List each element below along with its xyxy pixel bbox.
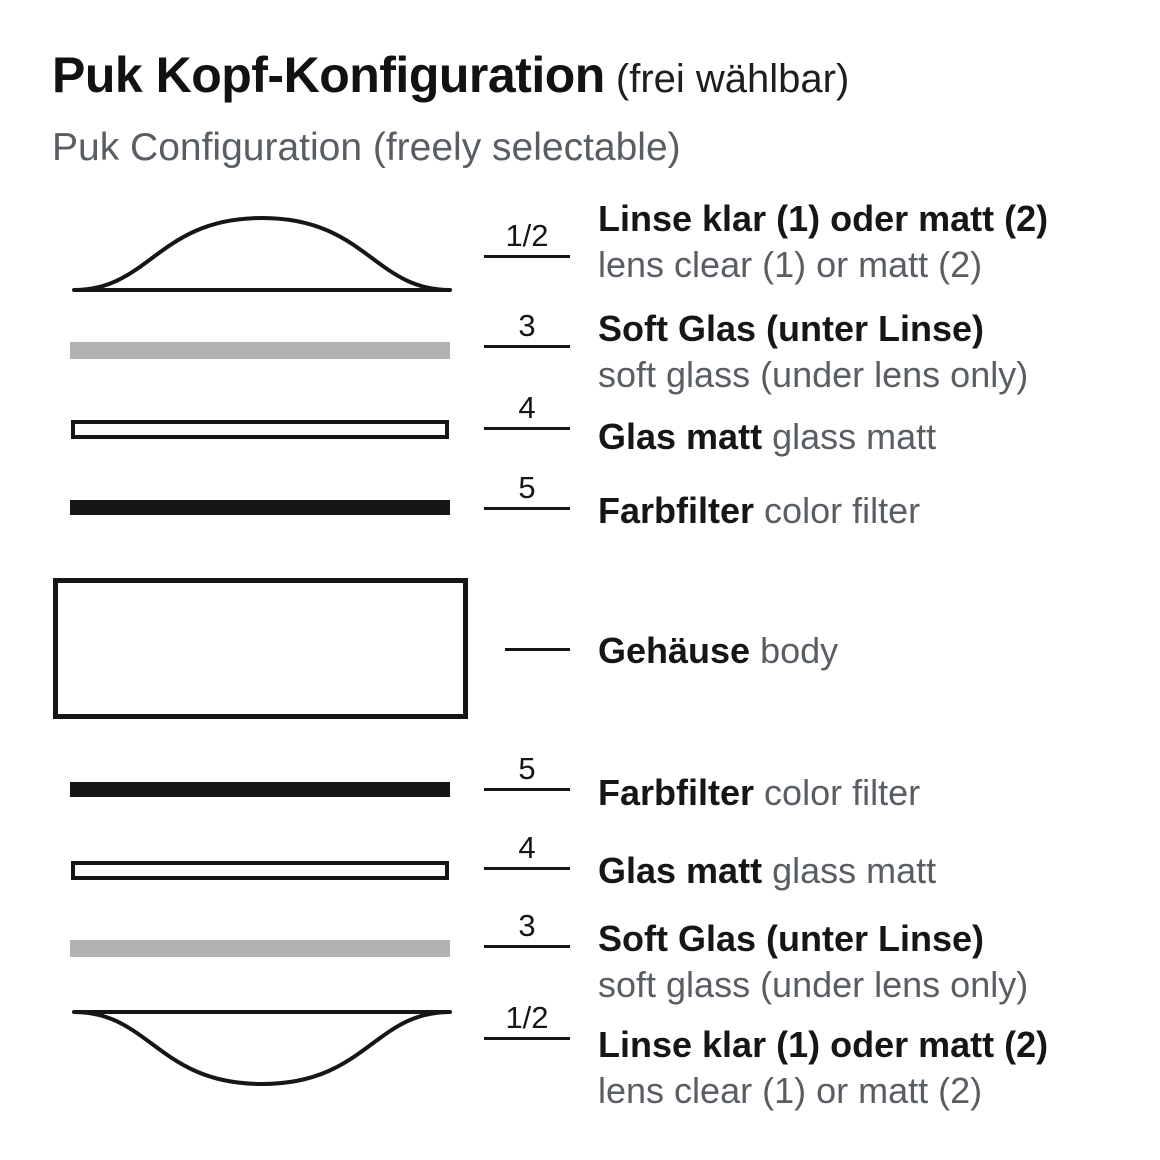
page-title: Puk Kopf-Konfiguration (frei wählbar) <box>52 46 849 104</box>
label-english: body <box>760 630 839 671</box>
callout-number: 1/2 <box>505 218 549 253</box>
callout-line <box>484 788 570 791</box>
callout-line <box>484 507 570 510</box>
color-filter-bottom-bar <box>70 782 450 797</box>
label-english: glass matt <box>772 416 937 457</box>
label-german: Farbfilter <box>598 772 755 813</box>
callout-line <box>484 345 570 348</box>
label-glass-matt-bottom: Glas matt glass matt <box>598 848 936 894</box>
callout-number: 5 <box>518 470 536 505</box>
soft-glass-bottom-bar <box>70 940 450 957</box>
label-lens-top: Linse klar (1) oder matt (2) lens clear … <box>598 196 1048 288</box>
soft-glass-top-bar <box>70 342 450 359</box>
label-german: Farbfilter <box>598 490 755 531</box>
label-german: Glas matt <box>598 416 763 457</box>
label-soft-glass-top: Soft Glas (unter Linse) soft glass (unde… <box>598 306 1028 398</box>
label-english: color filter <box>764 772 921 813</box>
label-german: Glas matt <box>598 850 763 891</box>
label-color-filter-bottom: Farbfilter color filter <box>598 770 920 816</box>
callout-line <box>505 648 570 651</box>
label-german: Soft Glas (unter Linse) <box>598 918 985 959</box>
callout-line <box>484 945 570 948</box>
label-color-filter-top: Farbfilter color filter <box>598 488 920 534</box>
lens-dome-down-shape <box>72 1010 452 1086</box>
color-filter-top-bar <box>70 500 450 515</box>
label-english: lens clear (1) or matt (2) <box>598 244 983 285</box>
callout-line <box>484 1037 570 1040</box>
lens-dome-up-shape <box>72 216 452 292</box>
label-housing-body: Gehäuse body <box>598 628 838 674</box>
label-german: Linse klar (1) oder matt (2) <box>598 198 1049 239</box>
label-german: Soft Glas (unter Linse) <box>598 308 985 349</box>
label-english: soft glass (under lens only) <box>598 964 1029 1005</box>
callout-number: 4 <box>518 830 536 865</box>
label-lens-bottom: Linse klar (1) oder matt (2) lens clear … <box>598 1022 1048 1114</box>
label-english: glass matt <box>772 850 937 891</box>
page-title-german: Puk Kopf-Konfiguration <box>52 47 605 103</box>
label-english: color filter <box>764 490 921 531</box>
glass-matt-top-bar <box>71 420 449 439</box>
label-english: soft glass (under lens only) <box>598 354 1029 395</box>
label-english: lens clear (1) or matt (2) <box>598 1070 983 1111</box>
callout-number: 4 <box>518 390 536 425</box>
callout-line <box>484 255 570 258</box>
callout-number: 3 <box>518 308 536 343</box>
label-german: Gehäuse <box>598 630 751 671</box>
callout-number: 5 <box>518 751 536 786</box>
label-soft-glass-bottom: Soft Glas (unter Linse) soft glass (unde… <box>598 916 1028 1008</box>
glass-matt-bottom-bar <box>71 861 449 880</box>
label-german: Linse klar (1) oder matt (2) <box>598 1024 1049 1065</box>
callout-number: 1/2 <box>505 1000 549 1035</box>
callout-number: 3 <box>518 908 536 943</box>
housing-body-shape <box>53 578 468 719</box>
page-title-note: (frei wählbar) <box>604 57 850 101</box>
callout-line <box>484 427 570 430</box>
label-glass-matt-top: Glas matt glass matt <box>598 414 936 460</box>
callout-line <box>484 867 570 870</box>
page-subtitle-english: Puk Configuration (freely selectable) <box>52 126 681 169</box>
